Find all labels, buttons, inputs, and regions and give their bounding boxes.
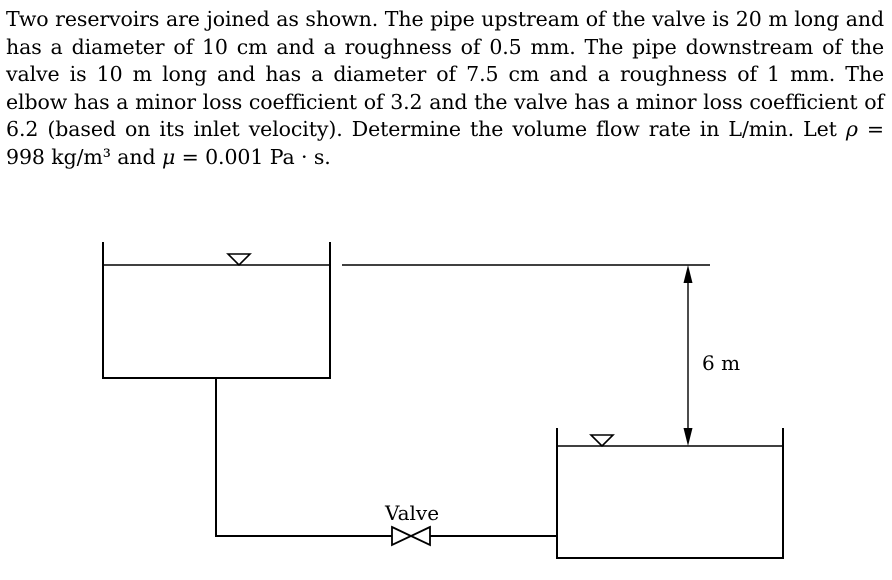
problem-statement: Two reservoirs are joined as shown. The … bbox=[6, 6, 884, 172]
problem-text-and: and bbox=[110, 144, 162, 169]
lower-water-level-icon bbox=[589, 434, 615, 448]
dimension-arrow-up-icon bbox=[683, 265, 693, 283]
height-label: 6 m bbox=[702, 351, 740, 375]
valve-icon bbox=[391, 525, 414, 547]
mu-symbol: μ bbox=[161, 144, 176, 169]
upper-reservoir bbox=[102, 242, 331, 379]
upper-water-level-icon bbox=[226, 253, 252, 267]
mu-value: = 0.001 Pa · s. bbox=[175, 144, 331, 169]
lower-reservoir bbox=[556, 428, 784, 559]
pipe bbox=[215, 378, 392, 537]
rho-value: = 998 kg/m³ bbox=[6, 117, 884, 169]
valve-label: Valve bbox=[384, 501, 439, 525]
dimension-arrow-down-icon bbox=[683, 428, 693, 446]
rho-symbol: ρ bbox=[845, 117, 858, 142]
problem-text-main: Two reservoirs are joined as shown. The … bbox=[6, 7, 884, 142]
valve-icon-right bbox=[408, 525, 431, 547]
